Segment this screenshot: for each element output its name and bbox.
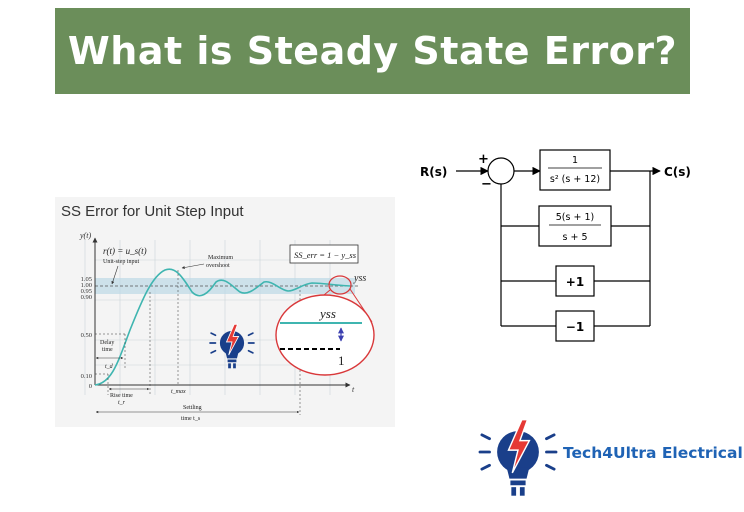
delay-time-label: Delay xyxy=(100,340,114,346)
block-g1 xyxy=(539,149,611,191)
plot-title: SS Error for Unit Step Input xyxy=(61,203,244,220)
block-h2 xyxy=(555,265,595,297)
overshoot-pointer xyxy=(181,263,205,269)
minus-sign: − xyxy=(481,177,492,192)
block-diagram: R(s) + − 1 s² (s + 12) C(s) 5(s + 1) s +… xyxy=(420,149,691,342)
block-h3 xyxy=(555,310,595,342)
y-tick-label: 0.90 xyxy=(81,294,92,301)
zoom-source-circle xyxy=(328,275,352,295)
block-h2-gain: +1 xyxy=(566,275,584,289)
y-tick-label: 1.00 xyxy=(81,282,92,289)
plot-grid xyxy=(84,240,350,395)
input-pointer xyxy=(111,265,119,285)
step-response-curve xyxy=(94,268,353,386)
overshoot-label: overshoot xyxy=(206,263,230,269)
input-sublabel: Unit-step input xyxy=(103,259,139,265)
formula-box xyxy=(289,244,359,264)
y-tick-label: 0.10 xyxy=(81,373,92,380)
plus-sign: + xyxy=(478,152,489,167)
y-axis-label: y(t) xyxy=(79,231,91,240)
block-g1-denominator: s² (s + 12) xyxy=(550,174,600,185)
input-signal-label: R(s) xyxy=(420,165,447,179)
y-tick-label: 0.50 xyxy=(81,332,92,339)
bulb-bolt-logo-icon xyxy=(478,418,558,496)
block-h1-numerator: 5(s + 1) xyxy=(556,212,594,223)
x-axis-label: t xyxy=(352,385,355,394)
yss-label: yss xyxy=(353,273,366,284)
y-tick-label: 0.95 xyxy=(81,288,92,295)
zoom-one-label: 1 xyxy=(338,353,345,368)
settling-time-label: time t_s xyxy=(181,416,201,422)
brand-name: Tech4Ultra Electrical xyxy=(563,444,743,462)
rise-time-label: Rise time xyxy=(110,393,133,399)
title-banner: What is Steady State Error? xyxy=(55,8,690,94)
delay-time-label: time xyxy=(102,347,113,353)
bulb-bolt-logo-icon xyxy=(209,323,255,369)
zoom-yss-label: yss xyxy=(318,306,336,321)
y-tick-label: 0 xyxy=(89,383,92,390)
step-response-plot: SS Error for Unit Step Input y(t) t 1.05… xyxy=(55,197,395,427)
block-g1-numerator: 1 xyxy=(572,155,578,166)
delay-time-symbol: t_d xyxy=(105,364,114,370)
settling-time-label: Settling xyxy=(183,405,202,411)
rise-time-symbol: t_r xyxy=(118,400,126,406)
block-h3-gain: −1 xyxy=(566,320,584,334)
page-title: What is Steady State Error? xyxy=(67,29,678,73)
y-tick-label: 1.05 xyxy=(81,276,92,283)
input-label: r(t) = u_s(t) xyxy=(103,246,147,256)
output-signal-label: C(s) xyxy=(664,165,691,179)
overshoot-label: Maximum xyxy=(208,255,233,261)
ss-error-formula: SS_err = 1 − y_ss xyxy=(294,250,357,260)
zoom-circle xyxy=(275,294,375,376)
block-h1 xyxy=(538,205,612,247)
block-h1-denominator: s + 5 xyxy=(563,232,588,243)
tmax-label: t_max xyxy=(171,389,186,395)
